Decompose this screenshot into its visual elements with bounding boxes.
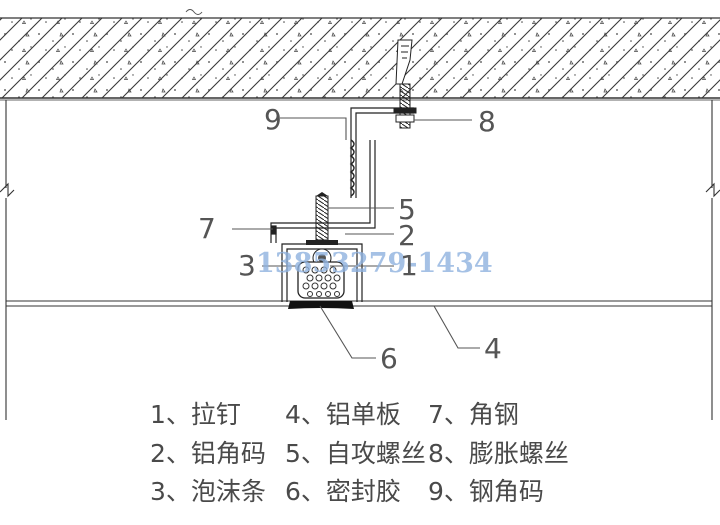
right-structure-lines bbox=[705, 100, 720, 420]
legend-item-self-tapping-screw: 5、自攻螺丝 bbox=[285, 439, 426, 468]
legend-item-aluminum-panel: 4、铝单板 bbox=[285, 400, 401, 429]
callout-2: 2 bbox=[398, 219, 416, 252]
legend-item-sealant: 6、密封胶 bbox=[285, 477, 401, 506]
callout-4: 4 bbox=[484, 332, 502, 365]
legend-item-rivet: 1、拉钉 bbox=[150, 400, 241, 429]
callout-3: 3 bbox=[238, 249, 256, 282]
legend-item-angle-steel: 7、角钢 bbox=[428, 400, 519, 429]
legend-item-expansion-bolt: 8、膨胀螺丝 bbox=[428, 439, 569, 468]
foam-strip bbox=[297, 261, 345, 299]
concrete-slab bbox=[0, 9, 720, 101]
expansion-bolt bbox=[393, 39, 417, 129]
callout-8: 8 bbox=[478, 105, 496, 138]
legend: 1、拉钉 4、铝单板 7、角钢 2、铝角码 5、自攻螺丝 8、膨胀螺丝 3、泡沫… bbox=[150, 400, 569, 506]
callout-9: 9 bbox=[264, 103, 282, 136]
callout-1: 1 bbox=[400, 249, 418, 282]
legend-item-steel-angle-bracket: 9、钢角码 bbox=[428, 477, 544, 506]
self-tapping-screw bbox=[306, 192, 338, 245]
callout-numbers: 9 8 7 5 2 1 3 6 4 bbox=[198, 103, 502, 375]
steel-angle-bracket bbox=[349, 107, 414, 198]
callout-7: 7 bbox=[198, 212, 216, 245]
leader-lines bbox=[232, 117, 480, 359]
aluminum-panel bbox=[6, 300, 712, 307]
sealant bbox=[288, 301, 354, 309]
callout-6: 6 bbox=[380, 342, 398, 375]
legend-item-aluminum-corner-piece: 2、铝角码 bbox=[150, 439, 266, 468]
watermark-number: 13853279-1434 bbox=[256, 248, 493, 279]
legend-item-foam-strip: 3、泡沫条 bbox=[150, 477, 266, 506]
callout-5: 5 bbox=[398, 193, 416, 226]
left-structure-lines bbox=[0, 100, 15, 420]
